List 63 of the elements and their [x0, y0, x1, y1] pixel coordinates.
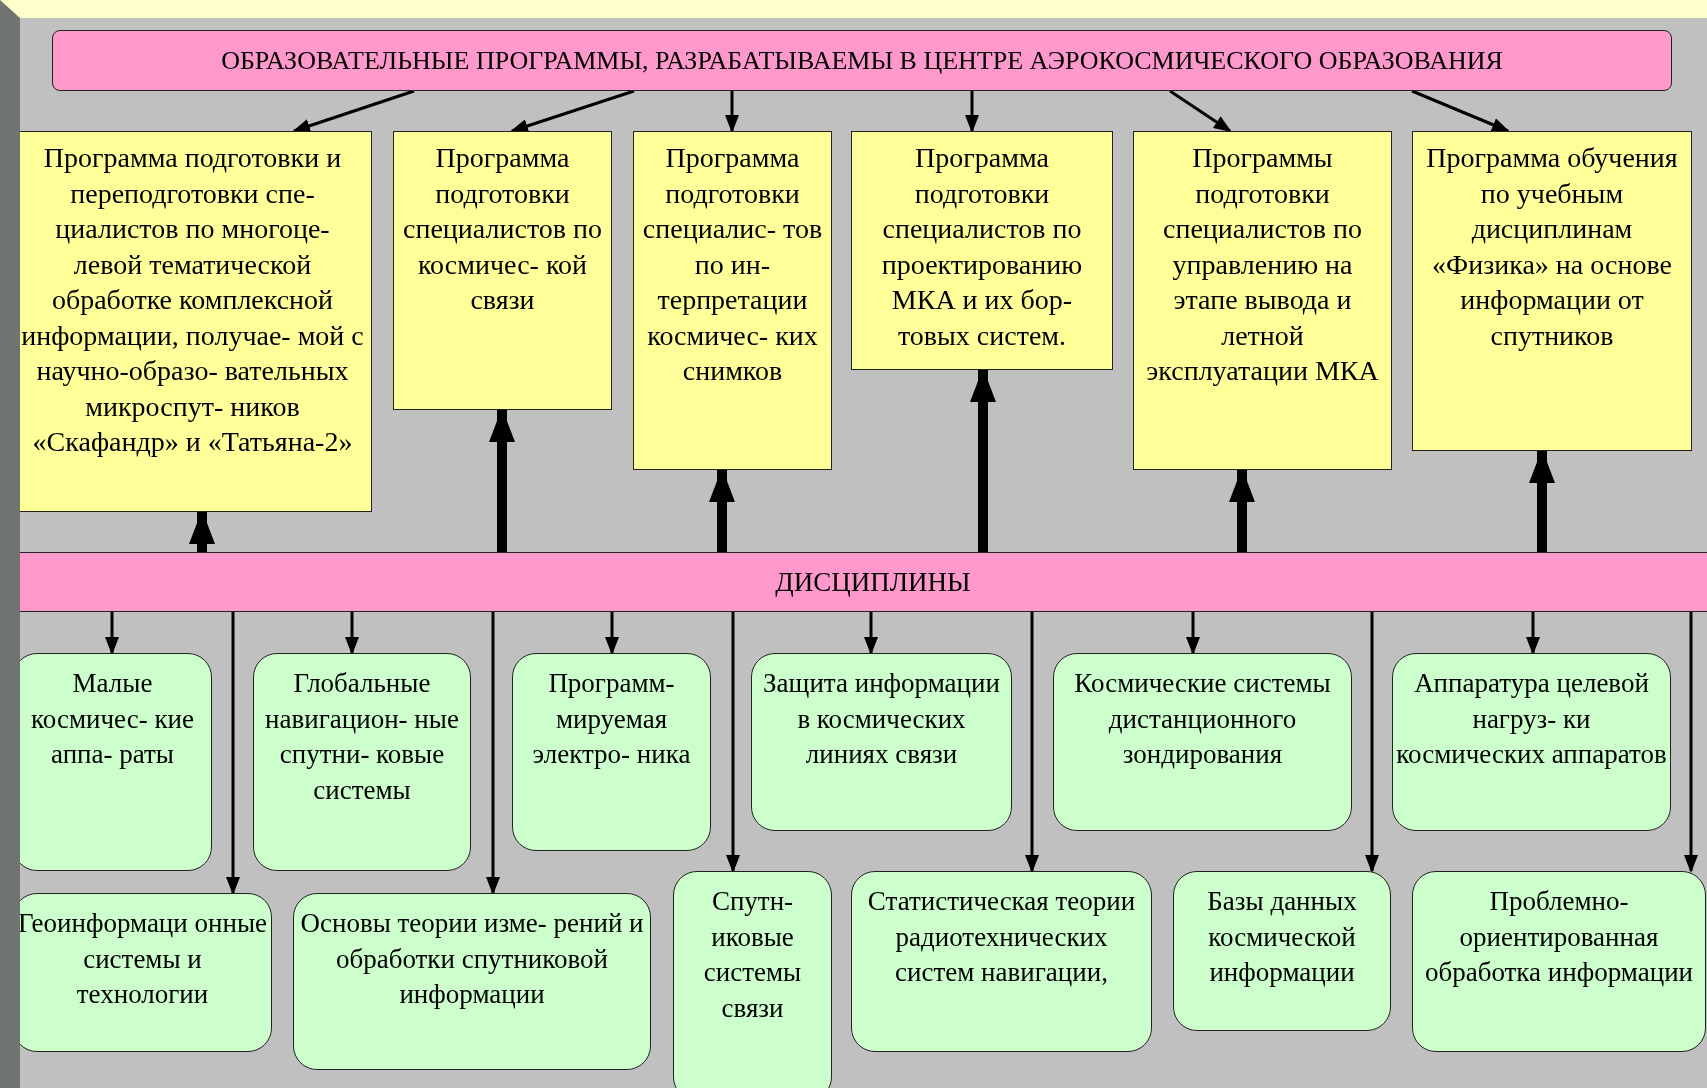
node-label: Программа подготовки специалистов по космичес- кой связи [402, 141, 603, 317]
node-label: Космические системы дистанционного зондирования [1073, 667, 1332, 771]
node-label: Программа подготовки специалистов по проектированию МКА и их бор- товых систем. [880, 141, 1084, 353]
disciplines-bar [20, 552, 1707, 612]
arrow [1411, 89, 1510, 133]
arrow [489, 408, 515, 552]
node-label: Статистическая теории радиотехнических систем навигации, [866, 885, 1137, 989]
node-label: Малые космичес- кие аппа- раты [30, 667, 195, 771]
node-label: Базы данных космической информации [1206, 885, 1358, 989]
program-box [1412, 131, 1692, 451]
arrow [864, 612, 878, 655]
discipline-box [751, 653, 1012, 831]
arrow [605, 612, 619, 655]
arrow [1365, 612, 1379, 873]
program-box [851, 131, 1113, 370]
node-label: Программа подготовки специалис- тов по ин- терпретации космичес- ких снимков [641, 141, 824, 388]
arrow [1529, 449, 1555, 552]
discipline-box [1053, 653, 1352, 831]
node-label: Программ- мируемая электро- ника [531, 667, 692, 771]
discipline-box [673, 871, 832, 1088]
arrow [1229, 468, 1255, 552]
node-label: Спутн- иковые системы связи [702, 885, 803, 1025]
node-label: Программа подготовки и переподготовки спе- циалистов по многоце- левой тематической обработке комплексной информации, получае- мой с научно-образо- вательных микроспут- ников «Скафандр» и «Татьяна-2» [20, 141, 365, 459]
node-label: Основы теории изме- рений и обработки спутниковой информации [299, 907, 645, 1011]
arrow [292, 89, 415, 133]
node-label: ОБРАЗОВАТЕЛЬНЫЕ ПРОГРАММЫ, РАЗРАБАТЫВАЕМЫ В ЦЕНТРЕ АЭРОКОСМИЧЕСКОГО ОБРАЗОВАНИЯ [221, 44, 1503, 77]
discipline-box [512, 653, 711, 851]
arrow [1186, 612, 1200, 655]
arrow [510, 89, 635, 133]
discipline-box [293, 893, 651, 1070]
arrow [1526, 612, 1540, 655]
node-label: ДИСЦИПЛИНЫ [775, 565, 971, 599]
node-label: Проблемно- ориентированная обработка информации [1423, 885, 1695, 989]
node-label: Программы подготовки специалистов по управлению на этапе вывода и летной эксплуатации МКА [1145, 141, 1380, 388]
arrow [226, 612, 240, 895]
discipline-box [253, 653, 471, 871]
arrow [725, 91, 739, 133]
discipline-box [1412, 871, 1706, 1052]
arrow [1684, 612, 1698, 873]
node-label: Защита информации в космических линиях связи [762, 667, 1001, 771]
header-box [52, 30, 1672, 91]
discipline-box [1173, 871, 1391, 1031]
program-box [20, 131, 372, 512]
node-label: Глобальные навигацион- ные спутни- ковые системы [264, 667, 460, 807]
node-label: Программа обучения по учебным дисциплинам «Физика» на основе информации от спутников [1425, 141, 1679, 353]
arrow [345, 612, 359, 655]
discipline-box [20, 653, 212, 871]
arrow [965, 91, 979, 133]
node-label: Аппаратура целевой нагруз- ки космических аппаратов [1396, 667, 1667, 771]
arrow [105, 612, 119, 655]
arrow [970, 368, 996, 552]
discipline-box [851, 871, 1152, 1052]
program-box [633, 131, 832, 470]
program-box [1133, 131, 1392, 470]
arrow [189, 510, 215, 552]
arrow [709, 468, 735, 552]
arrow [1025, 612, 1039, 873]
arrow [726, 612, 740, 873]
arrow [486, 612, 500, 895]
discipline-box [1392, 653, 1671, 831]
discipline-box [20, 893, 272, 1052]
arrow [1169, 89, 1232, 133]
program-box [393, 131, 612, 410]
